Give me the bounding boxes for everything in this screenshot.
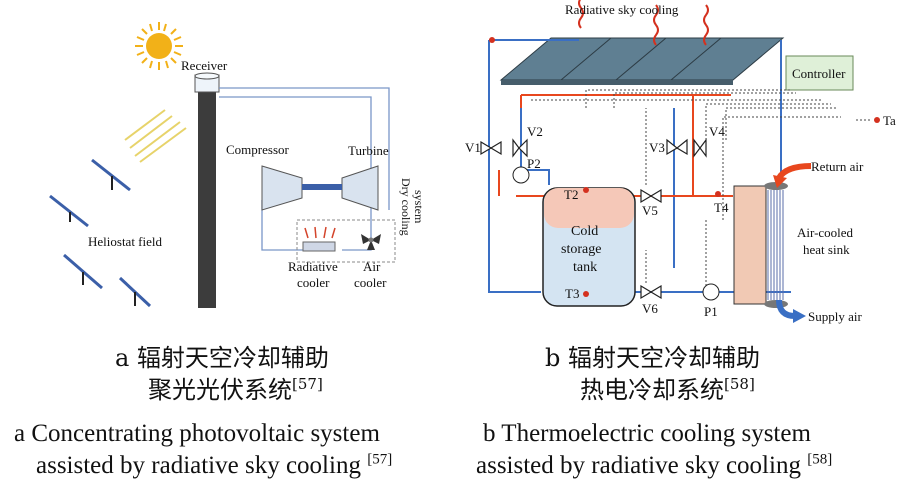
radiative-panels bbox=[499, 37, 785, 85]
label-dry-cooling: Dry cooling bbox=[399, 178, 413, 236]
pump-p2-icon bbox=[512, 166, 530, 184]
caption-a-en-line1: a Concentrating photovoltaic system bbox=[14, 420, 380, 447]
figure-b-svg: Radiative sky cooling Controller Ta V1 V… bbox=[465, 0, 896, 324]
label-return-air: Return air bbox=[811, 159, 864, 174]
label-t3: T3 bbox=[565, 286, 579, 301]
heliostat-field-mirrors bbox=[49, 158, 152, 308]
label-radiative-cooler: cooler bbox=[297, 275, 330, 290]
receiver-tower bbox=[198, 90, 216, 308]
caption-b-cn-line2: 热电冷却系统[58] bbox=[580, 375, 755, 404]
label-supply-air: Supply air bbox=[808, 309, 862, 324]
label-controller: Controller bbox=[792, 66, 846, 81]
figure-a-svg: Receiver Compressor Turbine Heliostat fi… bbox=[49, 22, 426, 308]
figure-b-thermoelectric-diagram: Radiative sky cooling Controller Ta V1 V… bbox=[461, 0, 922, 340]
label-v3: V3 bbox=[649, 140, 665, 155]
label-radiative-sky-cooling: Radiative sky cooling bbox=[565, 2, 679, 17]
label-receiver: Receiver bbox=[181, 58, 228, 73]
label-cold: Cold bbox=[571, 224, 598, 239]
caption-a-cn-line2: 聚光光伏系统[57] bbox=[148, 375, 323, 404]
caption-a-en-line2: assisted by radiative sky cooling [57] bbox=[36, 451, 393, 479]
fluid-loop bbox=[219, 87, 390, 251]
label-compressor: Compressor bbox=[226, 142, 290, 157]
label-t4: T4 bbox=[714, 200, 729, 215]
label-ta: Ta bbox=[883, 113, 896, 128]
label-storage: storage bbox=[561, 242, 601, 257]
control-signal-lines bbox=[531, 89, 871, 290]
label-heat-sink: heat sink bbox=[803, 242, 850, 257]
caption-b-en-line2: assisted by radiative sky cooling [58] bbox=[476, 451, 833, 479]
label-tank: tank bbox=[573, 260, 597, 275]
pump-p1-icon bbox=[702, 283, 720, 301]
label-t2: T2 bbox=[564, 187, 578, 202]
compressor-icon bbox=[261, 165, 303, 211]
air-cooler-fan-icon bbox=[361, 234, 381, 250]
label-v2: V2 bbox=[527, 124, 543, 139]
sky-cooling-wave-icons bbox=[578, 0, 709, 46]
ta-sensor bbox=[874, 117, 880, 123]
label-v6: V6 bbox=[642, 301, 658, 316]
radiative-cooler-icon bbox=[302, 226, 336, 252]
label-air-cooled: Air-cooled bbox=[797, 225, 854, 240]
sun-icon bbox=[135, 22, 183, 70]
figure-a-csp-diagram: Receiver Compressor Turbine Heliostat fi… bbox=[0, 0, 461, 340]
label-p1: P1 bbox=[704, 304, 718, 319]
turbine-icon bbox=[341, 165, 379, 211]
valve-icons bbox=[480, 138, 707, 300]
return-air-arrow bbox=[776, 163, 812, 180]
label-p2: P2 bbox=[527, 156, 541, 171]
controller-box bbox=[785, 55, 854, 91]
sun-rays bbox=[124, 109, 187, 163]
label-turbine: Turbine bbox=[348, 143, 389, 158]
label-v1: V1 bbox=[465, 140, 481, 155]
caption-a-cn-line1: a 辐射天空冷却辅助 bbox=[115, 344, 329, 372]
heat-sink-fins bbox=[767, 190, 784, 300]
label-dry-cooling-system: system bbox=[412, 190, 426, 224]
label-v5: V5 bbox=[642, 203, 658, 218]
label-air: Air bbox=[363, 259, 381, 274]
label-radiative: Radiative bbox=[288, 259, 338, 274]
label-v4: V4 bbox=[709, 124, 725, 139]
air-cooled-heat-sink bbox=[733, 185, 767, 305]
caption-b-en-line1: b Thermoelectric cooling system bbox=[483, 420, 811, 447]
label-air-cooler: cooler bbox=[354, 275, 387, 290]
caption-b-cn-line1: b 辐射天空冷却辅助 bbox=[545, 344, 760, 372]
label-heliostat-field: Heliostat field bbox=[88, 234, 163, 249]
supply-air-arrow bbox=[776, 299, 796, 319]
dry-cooling-box bbox=[296, 219, 396, 263]
